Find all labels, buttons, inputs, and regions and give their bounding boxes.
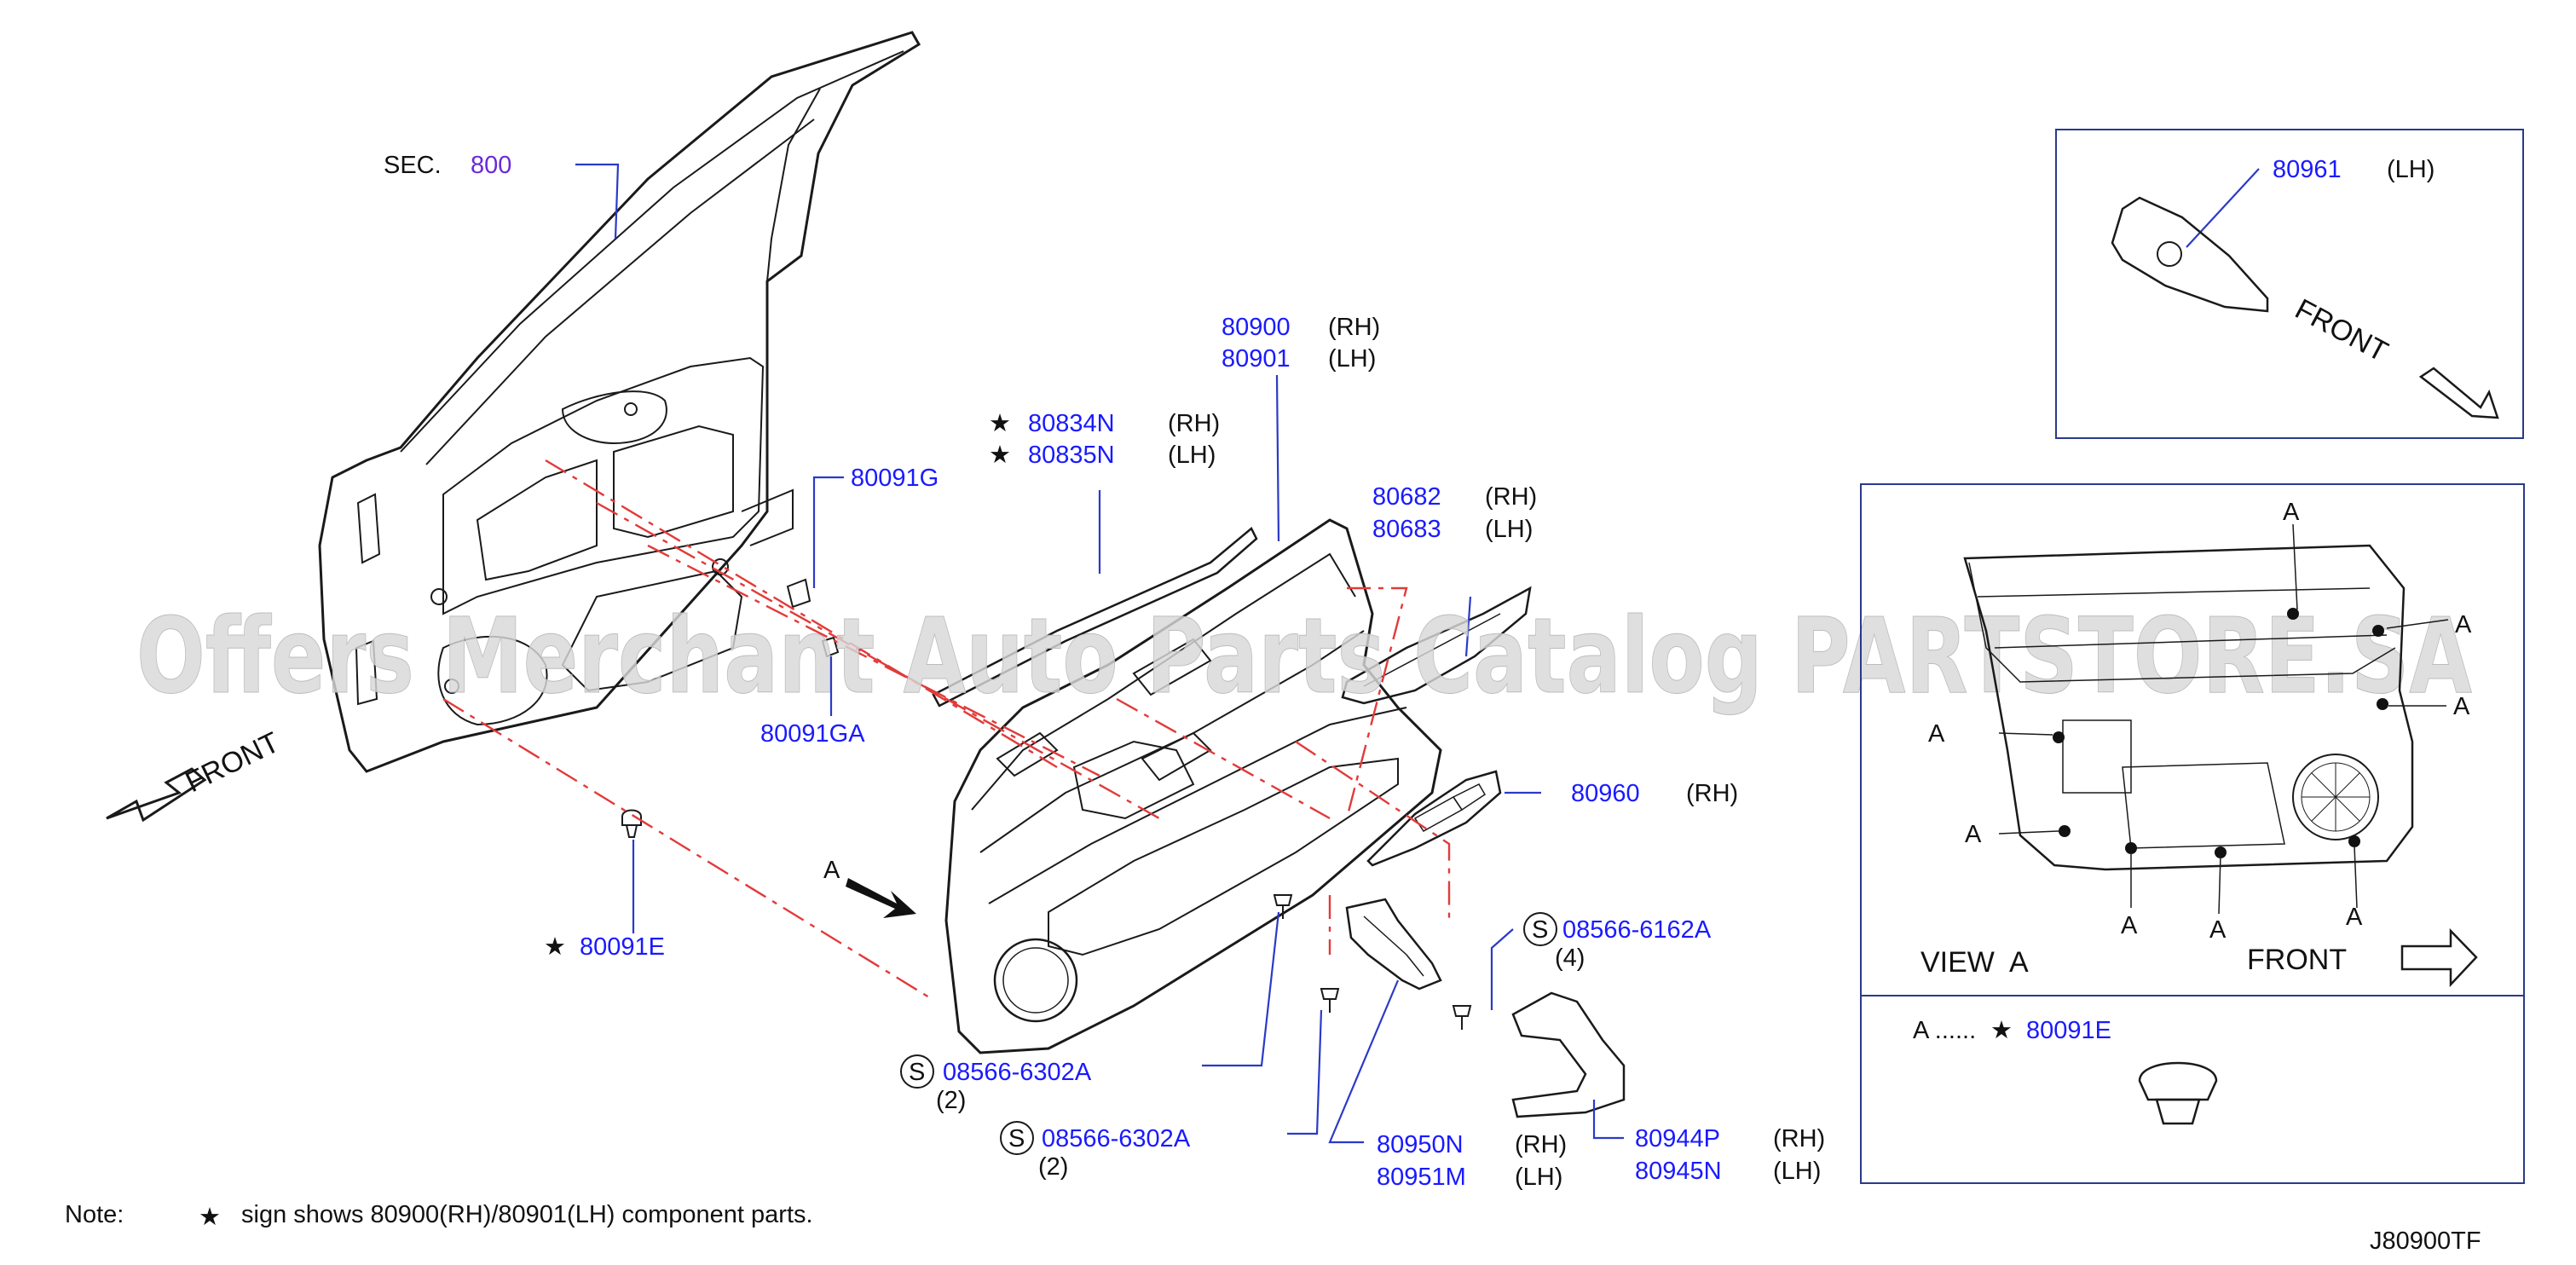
front-arrow-left: FRONT <box>106 726 285 823</box>
part-80900: 80900 <box>1222 314 1291 341</box>
qty-08566-6302A-1: (2) <box>936 1087 966 1114</box>
part-80834N: 80834N <box>1028 410 1115 437</box>
door-frame-drawing <box>318 31 921 773</box>
sec-prefix: SEC. <box>384 152 442 179</box>
view-a-callout-3: A <box>2453 693 2470 720</box>
part-80683: 80683 <box>1372 516 1441 543</box>
view-label-a: A <box>2009 946 2029 979</box>
star-80835N: ★ <box>989 442 1011 469</box>
view-a-callout-2: A <box>2455 611 2472 638</box>
screw-symbol-2: S <box>909 1059 925 1086</box>
side-rh-80960: (RH) <box>1686 780 1738 807</box>
armrest-finisher-drawing <box>1511 991 1626 1118</box>
leader-lines <box>575 163 2260 1144</box>
part-08566-6162A: 08566-6162A <box>1562 916 1712 944</box>
side-rh-80950N: (RH) <box>1515 1131 1567 1158</box>
sec-reference: SEC. 800 <box>384 152 511 179</box>
fastener-drawings <box>621 578 1472 1030</box>
side-lh-80951M: (LH) <box>1515 1164 1562 1191</box>
view-a-letter: A <box>823 857 840 884</box>
watermark: Offers Merchant Auto Parts Catalog PARTS… <box>136 596 2472 717</box>
star-80834N: ★ <box>989 410 1011 437</box>
front-label-left: FRONT <box>181 726 285 799</box>
note-text: sign shows 80900(RH)/80901(LH) component… <box>241 1201 813 1228</box>
note-label: Note: <box>65 1201 124 1228</box>
qty-08566-6162A: (4) <box>1555 944 1585 972</box>
side-lh-80835N: (LH) <box>1168 442 1216 469</box>
note-star: ★ <box>199 1204 221 1231</box>
view-a-callout-6: A <box>2121 912 2138 939</box>
finisher-drawing <box>1341 586 1532 705</box>
inset-side-lh: (LH) <box>2387 156 2434 183</box>
legend-star: ★ <box>1990 1017 2013 1044</box>
view-a-callout-1: A <box>2283 499 2300 526</box>
view-label: VIEW <box>1920 946 1995 979</box>
moulding-drawing <box>932 527 1258 708</box>
screw-symbol-1: S <box>1532 916 1548 944</box>
part-80835N: 80835N <box>1028 442 1115 469</box>
diagram-code: J80900TF <box>2370 1227 2481 1255</box>
star-80091E: ★ <box>544 933 566 961</box>
part-80944P: 80944P <box>1635 1125 1720 1152</box>
screw-symbol-3: S <box>1008 1125 1025 1152</box>
part-80950N: 80950N <box>1377 1131 1464 1158</box>
switch-bezel-drawing <box>1366 770 1502 867</box>
part-80945N: 80945N <box>1635 1158 1722 1185</box>
view-a-callout-5: A <box>1965 821 1982 848</box>
view-front-label: FRONT <box>2247 944 2347 976</box>
inset-part-80961: 80961 <box>2273 156 2342 183</box>
part-80951M: 80951M <box>1377 1164 1466 1191</box>
part-08566-6302A-1: 08566-6302A <box>943 1059 1092 1086</box>
part-80682: 80682 <box>1372 483 1441 511</box>
view-a-callout-7: A <box>2209 916 2227 944</box>
part-80091GA: 80091GA <box>760 720 865 748</box>
legend-part-80091E: 80091E <box>2026 1017 2111 1044</box>
part-08566-6302A-2: 08566-6302A <box>1042 1125 1191 1152</box>
part-80960: 80960 <box>1571 780 1640 807</box>
bracket-drawing <box>1345 898 1442 991</box>
assembly-lines <box>442 459 1451 999</box>
sec-number: 800 <box>471 152 511 179</box>
side-lh-80901: (LH) <box>1328 345 1376 373</box>
inset-front-label: FRONT <box>2290 293 2393 369</box>
part-80091E: 80091E <box>580 933 665 961</box>
door-trim-panel-drawing <box>944 518 1442 1054</box>
side-lh-80683: (LH) <box>1485 516 1533 543</box>
side-rh-80900: (RH) <box>1328 314 1380 341</box>
inset-switch-lh: 80961 (LH) FRONT <box>2055 129 2524 439</box>
view-a-callout-4: A <box>1928 720 1945 748</box>
part-80091G: 80091G <box>851 465 939 492</box>
part-80901: 80901 <box>1222 345 1291 373</box>
inset-view-a: A A A A A A A A VIEW A FRONT A ...... ★ … <box>1860 483 2525 1184</box>
side-lh-80945N: (LH) <box>1773 1158 1821 1185</box>
side-rh-80944P: (RH) <box>1773 1125 1825 1152</box>
view-a-callout-8: A <box>2346 904 2363 931</box>
view-a-arrow: A <box>823 857 916 918</box>
side-rh-80682: (RH) <box>1485 483 1537 511</box>
legend-prefix: A ...... <box>1913 1017 1976 1044</box>
qty-08566-6302A-2: (2) <box>1038 1153 1068 1181</box>
side-rh-80834N: (RH) <box>1168 410 1220 437</box>
